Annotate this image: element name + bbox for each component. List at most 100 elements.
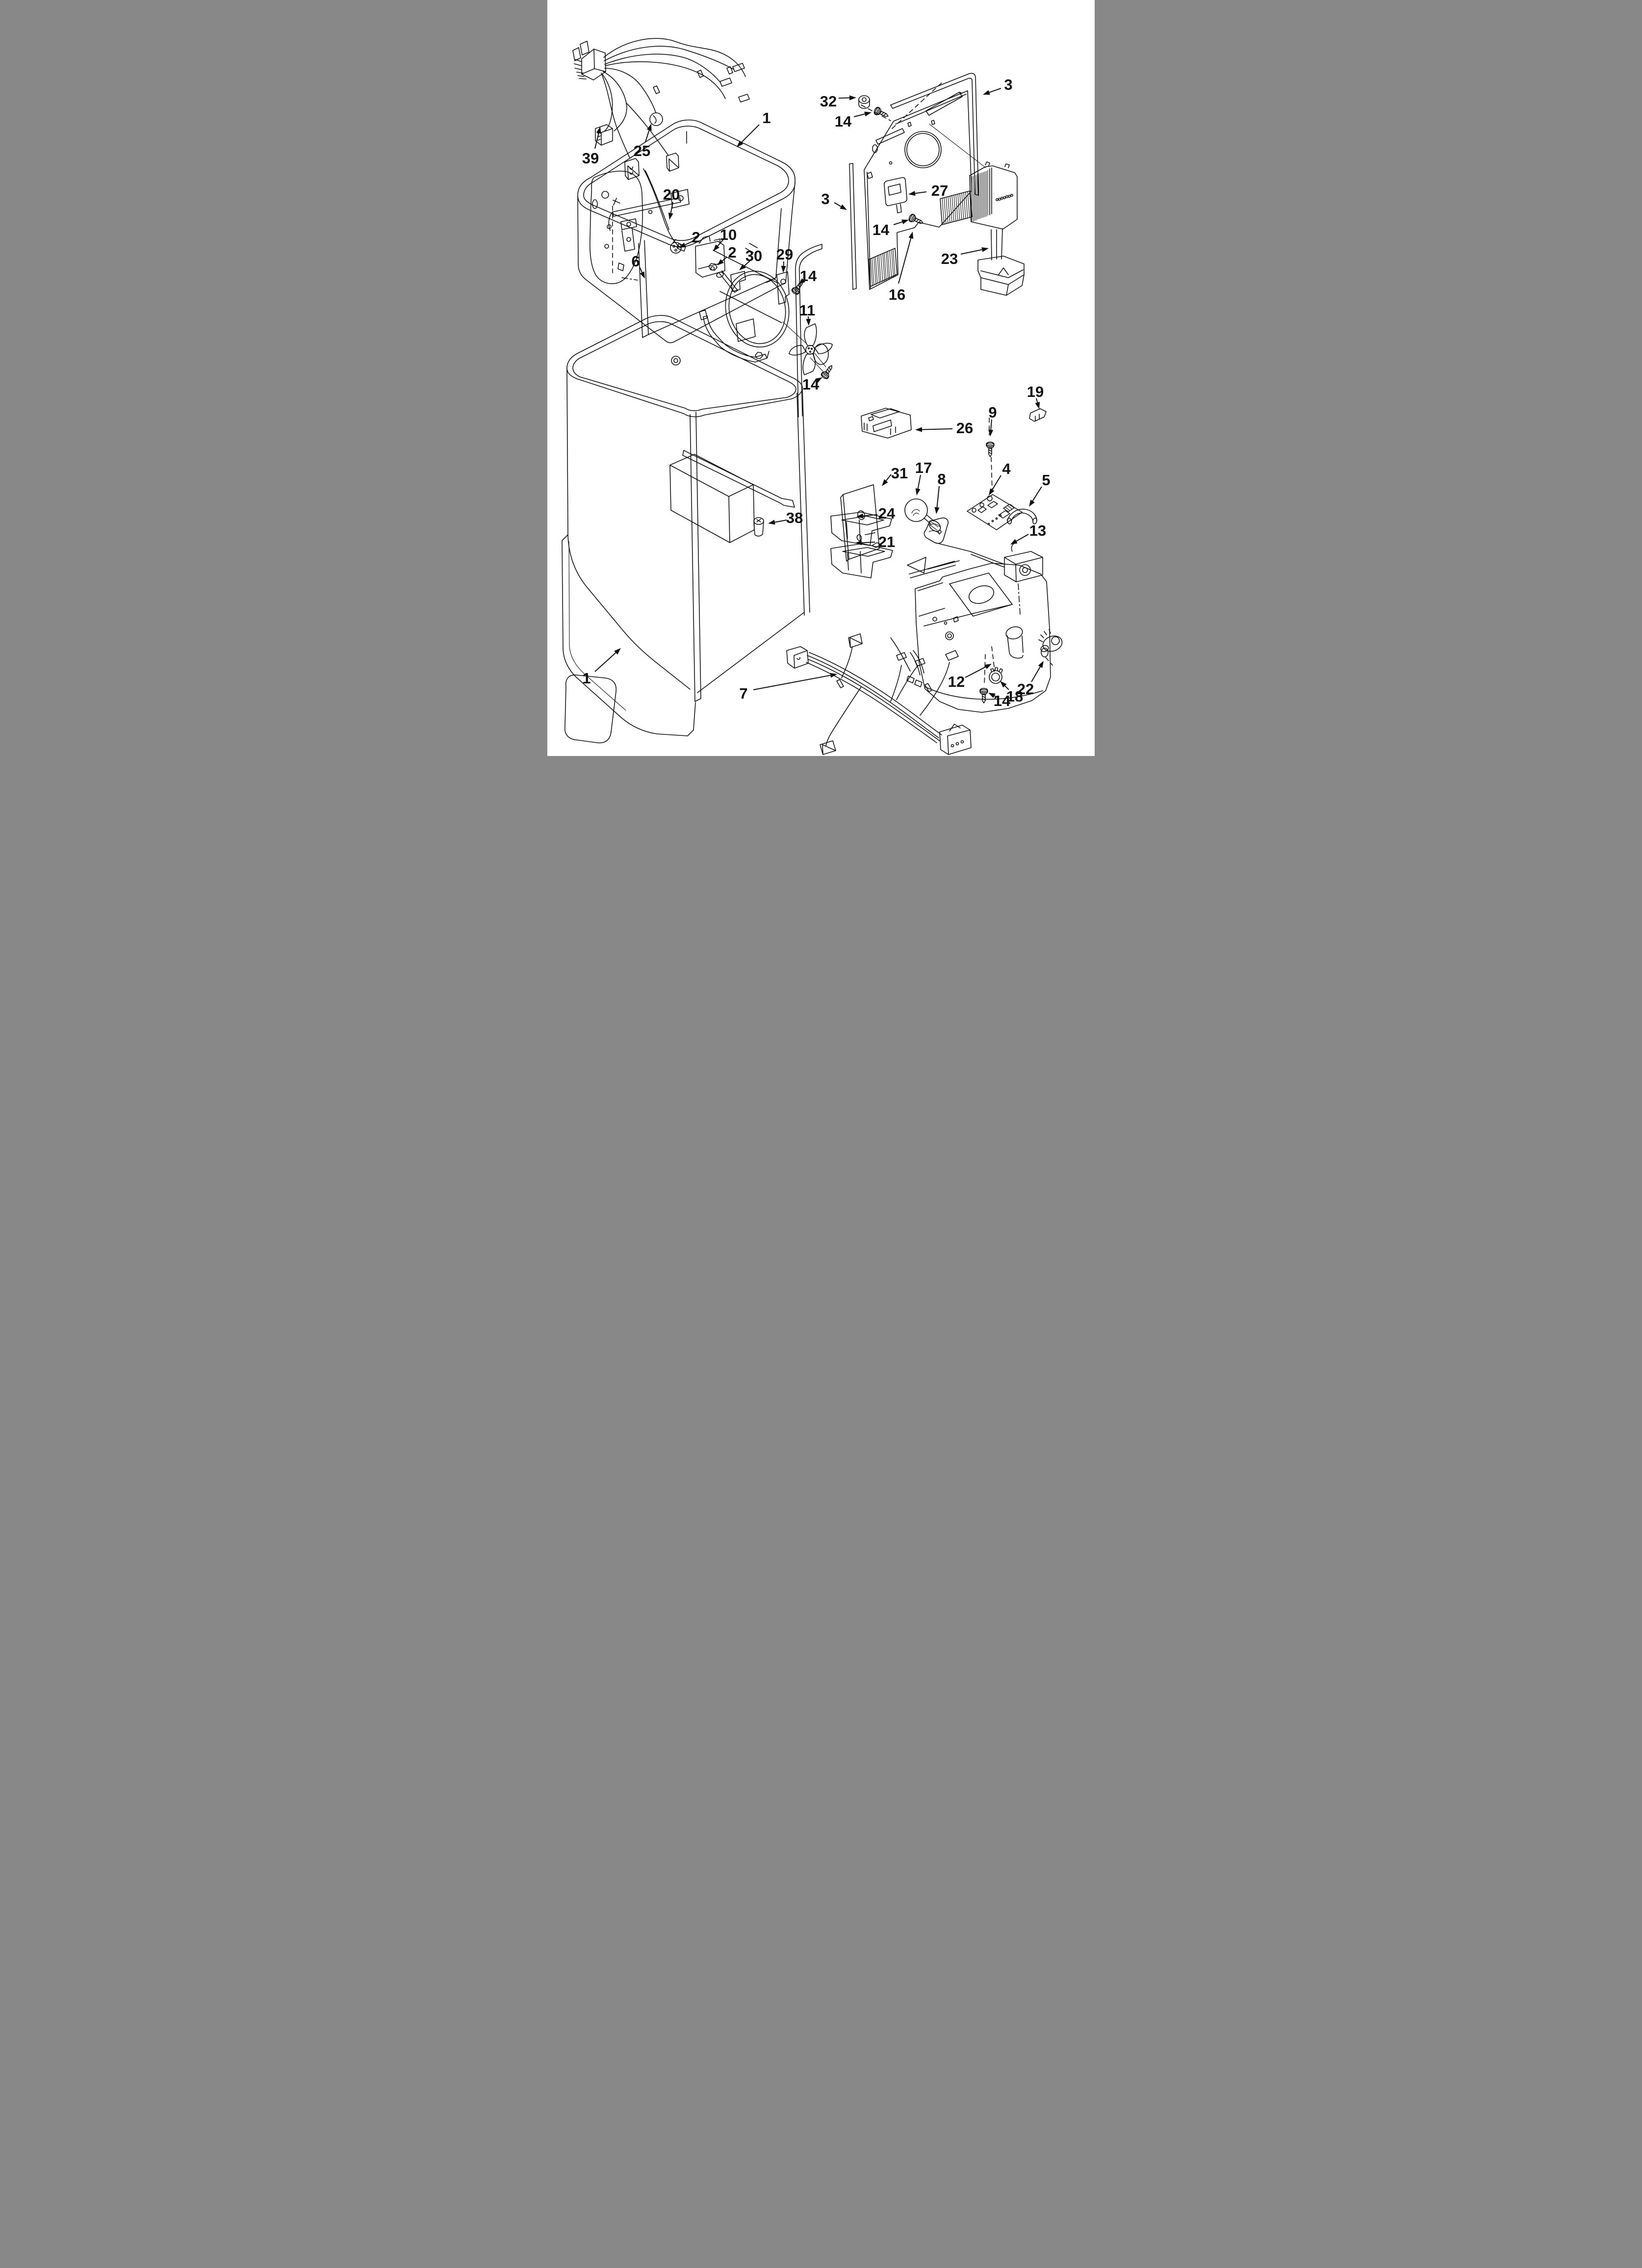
label-23-arrowhead (981, 247, 989, 252)
label-25-leader (645, 130, 650, 142)
label-39-leader (594, 133, 599, 149)
label-2-a-leader (685, 241, 693, 246)
label-14-c: 14 (798, 267, 817, 285)
label-14-e-text: 14 (994, 692, 1011, 709)
label-3-left-arrowhead (840, 204, 847, 210)
label-21-text: 21 (878, 533, 895, 550)
air-tower (969, 161, 1025, 296)
label-16-text: 16 (889, 286, 905, 303)
label-2-a-arrowhead (679, 242, 686, 248)
label-1-top: 1 (737, 109, 771, 147)
label-38-leader (774, 520, 787, 523)
label-11: 11 (799, 302, 815, 326)
label-3-right-leader (989, 88, 1001, 93)
label-14-e-leader (994, 695, 1000, 699)
label-13-arrowhead (1010, 539, 1018, 545)
label-9-arrowhead (988, 429, 994, 437)
label-21-arrowhead (855, 540, 862, 546)
label-1-bottom-text: 1 (582, 670, 590, 687)
label-26-leader (922, 428, 953, 430)
label-10-text: 10 (720, 226, 737, 243)
label-26: 26 (915, 419, 973, 437)
lower-wiring-harness (786, 633, 972, 755)
label-14-b: 14 (872, 219, 909, 238)
label-17-text: 17 (915, 459, 932, 476)
label-31-arrowhead (882, 479, 888, 486)
label-6-leader (639, 266, 643, 273)
back-panel (858, 81, 986, 290)
label-8-leader (936, 486, 940, 508)
shelf-brackets (753, 512, 893, 578)
label-14-a-arrowhead (864, 111, 872, 117)
freezer-liner (577, 119, 795, 343)
label-1-top-leader (741, 124, 760, 143)
label-30: 30 (739, 247, 762, 270)
label-1-bottom-leader (594, 652, 616, 672)
label-14-c-arrowhead (798, 278, 805, 285)
label-24-leader (863, 514, 878, 517)
label-7-text: 7 (739, 685, 747, 702)
label-14-d-arrowhead (815, 377, 822, 383)
label-24: 24 (856, 505, 896, 522)
label-24-text: 24 (878, 505, 896, 522)
label-5: 5 (1029, 471, 1051, 507)
label-29-text: 29 (776, 246, 793, 263)
label-16: 16 (889, 232, 914, 303)
label-18-arrowhead (1000, 681, 1007, 688)
label-26-text: 26 (956, 419, 973, 437)
label-39-arrowhead (596, 127, 601, 134)
label-4: 4 (989, 460, 1011, 495)
upper-wiring-harness (572, 38, 750, 180)
label-11-arrowhead (806, 318, 811, 326)
fan-blade-and-tube (782, 244, 833, 417)
label-19-leader (1036, 398, 1038, 403)
label-31-text: 31 (891, 465, 908, 482)
label-12-leader (965, 666, 986, 678)
label-20: 20 (663, 186, 680, 220)
label-14-b-text: 14 (872, 221, 890, 238)
label-21-leader (861, 542, 875, 544)
label-17-arrowhead (915, 488, 921, 495)
label-3-left-text: 3 (821, 190, 829, 208)
label-27-leader (915, 191, 927, 194)
label-30-text: 30 (745, 247, 762, 264)
parts-cluster (840, 408, 1047, 615)
label-25-arrowhead (646, 124, 652, 131)
label-20-leader (670, 202, 673, 213)
control-console (890, 557, 1063, 713)
label-22-arrowhead (1038, 661, 1044, 668)
label-38-text: 38 (786, 509, 803, 526)
label-5-text: 5 (1042, 471, 1050, 489)
label-32-arrowhead (849, 95, 856, 101)
label-2-a: 2 (679, 229, 700, 248)
label-6: 6 (631, 253, 645, 279)
label-1-bottom-arrowhead (614, 648, 621, 655)
label-3-right-text: 3 (1004, 76, 1012, 93)
label-7-arrowhead (830, 673, 837, 678)
label-19-arrowhead (1035, 402, 1040, 409)
label-3-left: 3 (821, 190, 847, 210)
label-8-arrowhead (934, 507, 940, 514)
label-1-top-text: 1 (762, 109, 770, 127)
label-27-text: 27 (931, 182, 948, 199)
label-1-bottom: 1 (582, 648, 621, 687)
label-38-arrowhead (768, 520, 775, 525)
diagram-canvas: 3925132143327142316202102302961411141992… (562, 38, 1063, 755)
label-13-leader (1016, 534, 1029, 542)
label-2-a-text: 2 (692, 229, 700, 246)
label-14-b-arrowhead (901, 219, 909, 225)
label-20-arrowhead (668, 212, 673, 220)
label-29: 29 (776, 246, 793, 273)
label-9-leader (990, 419, 992, 430)
label-3-right-arrowhead (983, 90, 990, 95)
label-2-b-text: 2 (728, 244, 736, 261)
label-18-text: 18 (1006, 688, 1023, 705)
label-4-arrowhead (989, 488, 995, 495)
refrigerator-liner (562, 315, 810, 744)
label-30-leader (744, 261, 750, 266)
label-20-text: 20 (663, 186, 680, 203)
label-14-a-text: 14 (835, 113, 852, 130)
label-4-text: 4 (1002, 460, 1011, 477)
label-1-top-arrowhead (737, 140, 744, 147)
